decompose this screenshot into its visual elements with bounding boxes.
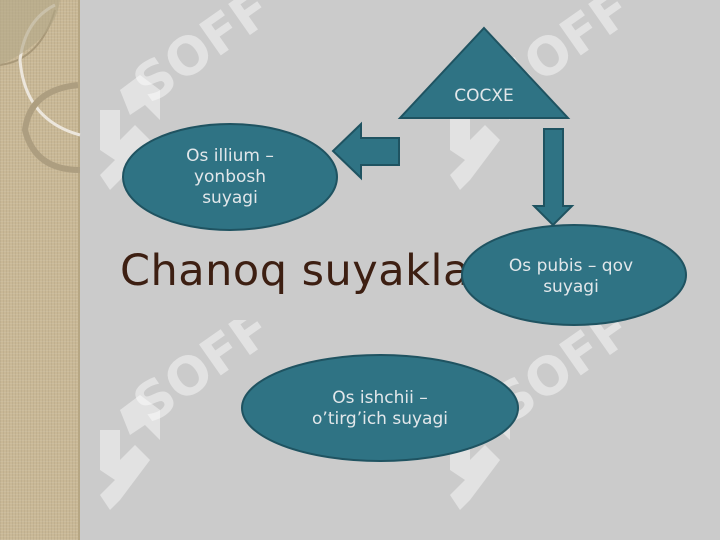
bottom-ellipse-label: Os ishchii – o’tirg’ich suyagi bbox=[312, 388, 448, 429]
triangle-label: COCXE bbox=[454, 86, 514, 106]
soff-watermark-1: SOFF bbox=[100, 0, 283, 190]
right-ellipse-shape bbox=[461, 224, 687, 326]
triangle-shape bbox=[397, 26, 571, 119]
right-ellipse-label: Os pubis – qov suyagi bbox=[508, 256, 634, 297]
arrow-down-icon bbox=[531, 128, 575, 227]
bottom-ellipse-shape bbox=[241, 354, 519, 462]
arrow-left-icon bbox=[331, 121, 400, 181]
decorative-rings bbox=[0, 0, 81, 173]
left-ellipse-shape bbox=[122, 123, 338, 231]
left-ellipse-label: Os illium – yonbosh suyagi bbox=[186, 146, 274, 208]
slide-title: Chanoq suyaklari bbox=[120, 246, 501, 296]
